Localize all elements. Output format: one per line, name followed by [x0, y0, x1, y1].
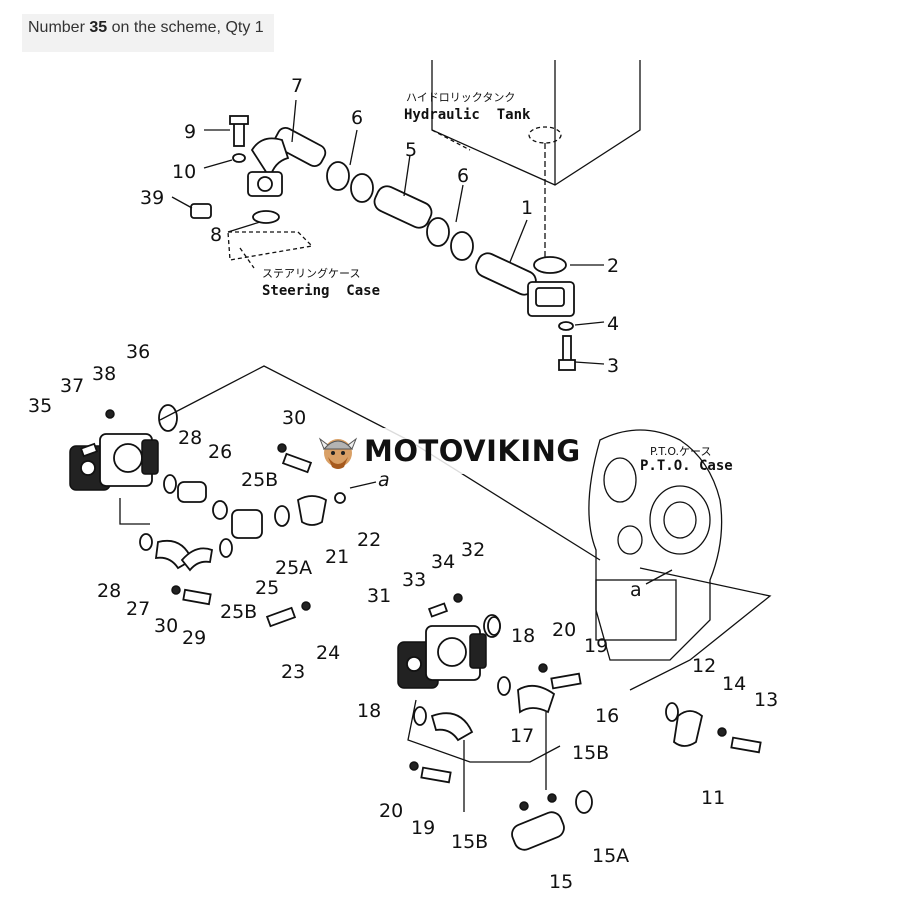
- ref-a-label: a: [630, 579, 642, 601]
- callout-30: 30: [282, 407, 306, 429]
- callout-5: 5: [405, 139, 417, 161]
- callout-19: 19: [584, 635, 608, 657]
- callout-8: 8: [210, 224, 222, 246]
- steering-case-label-jp: ステアリングケース: [262, 266, 360, 280]
- callout-25A: 25A: [275, 557, 312, 579]
- upper-leaders: [171, 99, 605, 365]
- middle-fittings: [139, 443, 346, 628]
- callout-12: 12: [692, 655, 716, 677]
- hydraulic-tank-drawing: [431, 60, 641, 262]
- callout-15: 15: [549, 871, 573, 893]
- watermark-text: MOTOVIKING: [364, 434, 581, 468]
- callout-35: 35: [28, 395, 52, 417]
- callout-11: 11: [701, 787, 725, 809]
- callout-25B: 25B: [241, 469, 278, 491]
- callout-28: 28: [97, 580, 121, 602]
- callout-36: 36: [126, 341, 150, 363]
- callout-9: 9: [184, 121, 196, 143]
- callout-29: 29: [182, 627, 206, 649]
- caption: Number 35 on the scheme, Qty 1: [22, 14, 274, 52]
- hydraulic-tank-label: Hydraulic Tank: [404, 107, 531, 123]
- callout-38: 38: [92, 363, 116, 385]
- callout-25B: 25B: [220, 601, 257, 623]
- context-labels: ハイドロリックタンク Hydraulic Tank ステアリングケース Stee…: [262, 91, 733, 601]
- callout-2: 2: [607, 255, 619, 277]
- callout-6: 6: [351, 107, 363, 129]
- callout-15A: 15A: [592, 845, 629, 867]
- callout-16: 16: [595, 705, 619, 727]
- callout-18: 18: [357, 700, 381, 722]
- pump-35-drawing: [69, 404, 178, 491]
- viking-logo-icon: [318, 437, 358, 469]
- callout-17: 17: [510, 725, 534, 747]
- callout-21: 21: [325, 546, 349, 568]
- callout-7: 7: [291, 75, 303, 97]
- callout-24: 24: [316, 642, 340, 664]
- upper-pipe-assembly: [190, 115, 576, 371]
- callout-33: 33: [402, 569, 426, 591]
- callout-15B: 15B: [572, 742, 609, 764]
- callout-15B: 15B: [451, 831, 488, 853]
- callout-31: 31: [367, 585, 391, 607]
- callout-37: 37: [60, 375, 84, 397]
- callout-39: 39: [140, 187, 164, 209]
- caption-number: 35: [89, 19, 108, 36]
- callout-13: 13: [754, 689, 778, 711]
- callout-23: 23: [281, 661, 305, 683]
- callout-4: 4: [607, 313, 619, 335]
- callout-14: 14: [722, 673, 746, 695]
- callout-labels: 7 6 5 6 1 2 4 3 9 10 39 8 36 37 38 35 28…: [28, 75, 778, 893]
- connection-lines: [119, 365, 772, 763]
- callout-3: 3: [607, 355, 619, 377]
- callout-28: 28: [178, 427, 202, 449]
- callout-6: 6: [457, 165, 469, 187]
- callout-27: 27: [126, 598, 150, 620]
- ref-a-label: a: [378, 469, 390, 491]
- lower-fittings: [409, 616, 762, 851]
- callout-34: 34: [431, 551, 455, 573]
- steering-case-label: Steering Case: [262, 283, 380, 299]
- pump-31-drawing: [397, 593, 501, 689]
- callout-32: 32: [461, 539, 485, 561]
- callout-10: 10: [172, 161, 196, 183]
- pto-case-label-jp: P.T.O.ケース: [650, 445, 712, 458]
- callout-18: 18: [511, 625, 535, 647]
- watermark: MOTOVIKING: [312, 428, 584, 474]
- callout-26: 26: [208, 441, 232, 463]
- caption-suffix: on the scheme, Qty 1: [107, 19, 264, 36]
- callout-30: 30: [154, 615, 178, 637]
- pto-case-drawing: [588, 429, 723, 661]
- callout-20: 20: [379, 800, 403, 822]
- pto-case-label: P.T.O. Case: [640, 458, 733, 474]
- callout-20: 20: [552, 619, 576, 641]
- callout-1: 1: [521, 197, 533, 219]
- hydraulic-tank-label-jp: ハイドロリックタンク: [406, 91, 515, 104]
- callout-22: 22: [357, 529, 381, 551]
- caption-prefix: Number: [28, 19, 90, 36]
- callout-25: 25: [255, 577, 279, 599]
- callout-19: 19: [411, 817, 435, 839]
